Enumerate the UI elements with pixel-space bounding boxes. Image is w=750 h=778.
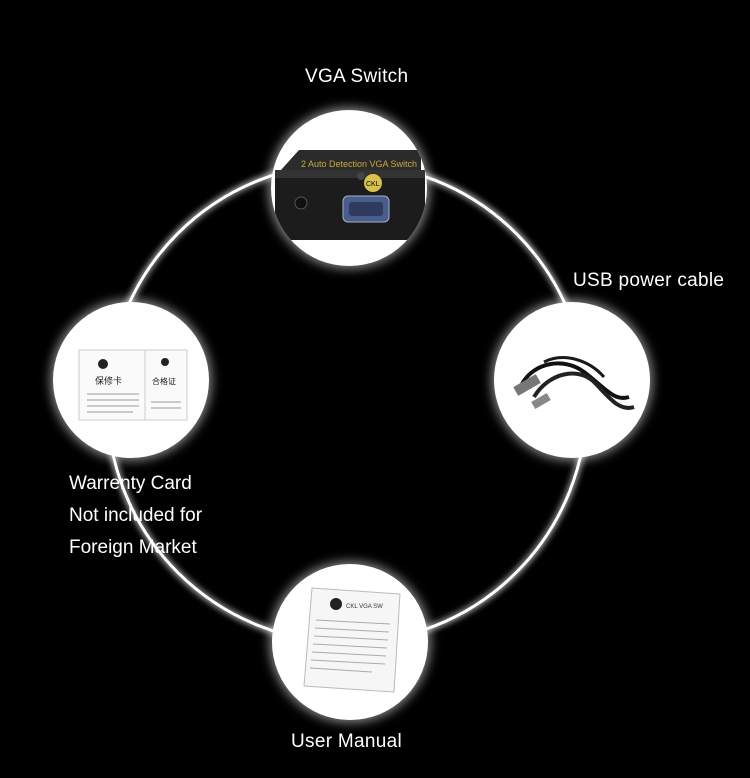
- warranty-card-caption: Warrenty Card Not included for Foreign M…: [69, 468, 202, 564]
- vga-switch-label: VGA Switch: [305, 66, 409, 87]
- switch-brand: CKL: [366, 181, 380, 188]
- warranty-card-photo: 保修卡 合格证: [53, 302, 209, 458]
- usb-cable-photo: [494, 302, 650, 458]
- warranty-caption-line1: Warrenty Card: [69, 473, 192, 494]
- manual-title: CKL VGA SW: [346, 604, 383, 610]
- user-manual-label: User Manual: [291, 731, 403, 752]
- user-manual-photo: CKL VGA SW: [272, 564, 428, 720]
- vga-switch-photo: 2 Auto Detection VGA Switch CKL: [271, 110, 427, 266]
- card-right-title: 合格证: [152, 376, 176, 386]
- switch-print: 2 Auto Detection VGA Switch: [301, 159, 417, 169]
- card-title: 保修卡: [95, 375, 122, 387]
- warranty-caption-line2: Not included for: [69, 505, 203, 526]
- usb-cable-label: USB power cable: [573, 270, 725, 291]
- warranty-caption-line3: Foreign Market: [69, 537, 197, 558]
